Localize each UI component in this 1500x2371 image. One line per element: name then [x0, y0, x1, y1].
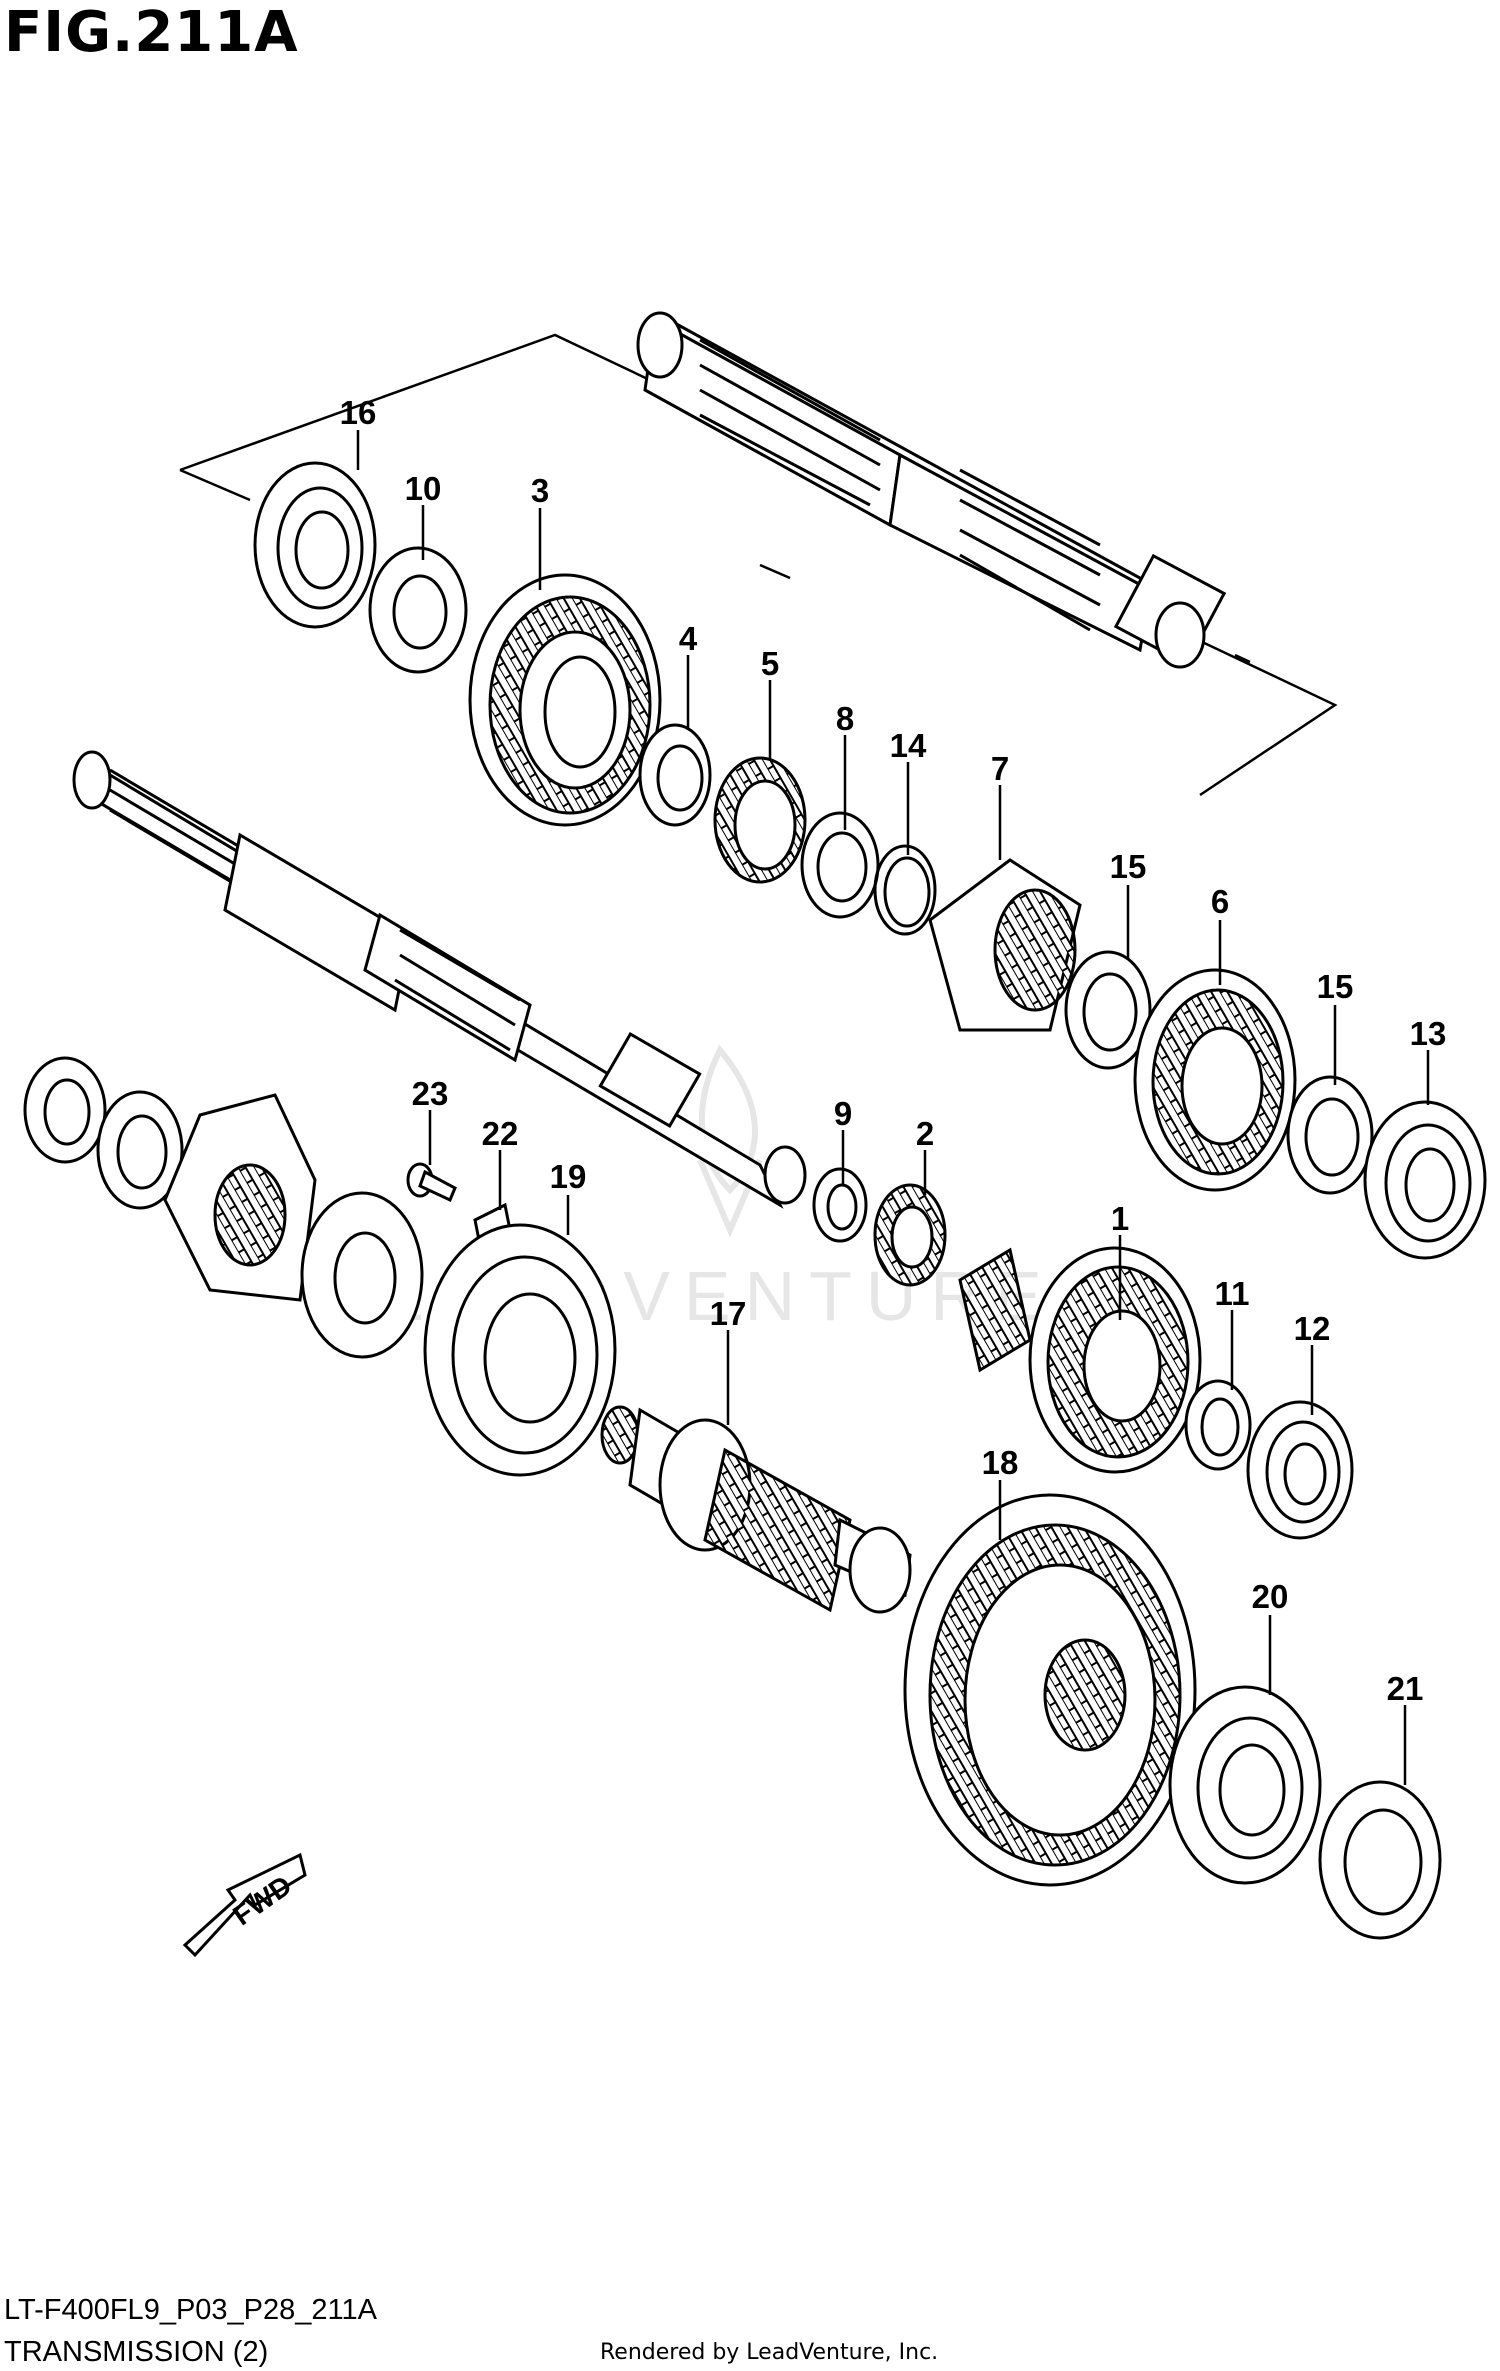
- countershaft: [636, 311, 1227, 669]
- callout-4: 4: [679, 620, 698, 657]
- bearing-20: [1168, 1685, 1322, 1885]
- washer-9: [812, 1167, 868, 1243]
- section-name: TRANSMISSION (2): [4, 2336, 269, 2368]
- washer-15b: [1286, 1075, 1374, 1195]
- fwd-arrow-icon: FWD: [182, 1852, 307, 1958]
- callout-13: 13: [1410, 1015, 1447, 1052]
- callout-2: 2: [916, 1115, 934, 1152]
- callout-8: 8: [836, 700, 854, 737]
- callout-18: 18: [982, 1444, 1019, 1481]
- callout-22: 22: [482, 1115, 519, 1152]
- callout-17: 17: [710, 1295, 747, 1332]
- callout-12: 12: [1294, 1310, 1331, 1347]
- needle-bearing-5: [713, 756, 807, 884]
- oil-seal-21: [1318, 1780, 1442, 1940]
- gear-18: [903, 1493, 1197, 1887]
- callout-6: 6: [1211, 883, 1229, 920]
- gear-3: [468, 573, 662, 827]
- washer-8: [800, 811, 880, 919]
- callout-labels: 1 2 3 4 5 6 7 8 9 10 11 12 13 14 15 15 1…: [340, 394, 1447, 1707]
- bevel-gear: [163, 1093, 317, 1302]
- callout-15b: 15: [1317, 968, 1354, 1005]
- washer-large: [300, 1191, 424, 1359]
- leader-lines: [356, 430, 1430, 1785]
- callout-1: 1: [1111, 1200, 1129, 1237]
- bearing-16: [253, 461, 377, 629]
- callout-3: 3: [531, 472, 549, 509]
- callout-9: 9: [834, 1095, 852, 1132]
- washer-10: [368, 546, 468, 674]
- driveshaft: [72, 750, 807, 1209]
- gear-1: [958, 1246, 1202, 1474]
- callout-16: 16: [340, 394, 377, 431]
- bearing-12: [1246, 1400, 1354, 1540]
- bushing-4: [638, 723, 712, 827]
- bolt-23: [406, 1162, 457, 1203]
- shaft-17: [600, 1405, 912, 1614]
- callout-20: 20: [1252, 1578, 1289, 1615]
- washer-left: [96, 1090, 184, 1210]
- oil-seal-left: [23, 1056, 107, 1164]
- bearing-13: [1363, 1100, 1487, 1260]
- model-code: LT-F400FL9_P03_P28_211A: [4, 2294, 377, 2326]
- gear-7: [928, 858, 1082, 1032]
- callout-7: 7: [991, 750, 1009, 787]
- callout-14: 14: [890, 727, 927, 764]
- washer-11: [1184, 1379, 1252, 1471]
- circlip-14: [873, 844, 937, 936]
- callout-23: 23: [412, 1075, 449, 1112]
- render-credit: Rendered by LeadVenture, Inc.: [600, 2340, 939, 2365]
- figure-title: FIG.211A: [4, 0, 299, 65]
- callout-21: 21: [1387, 1670, 1424, 1707]
- callout-15a: 15: [1110, 848, 1147, 885]
- callout-5: 5: [761, 645, 779, 682]
- bearing-19: [423, 1223, 617, 1477]
- callout-19: 19: [550, 1158, 587, 1195]
- gear-6: [1133, 968, 1297, 1192]
- washer-15a: [1064, 950, 1152, 1070]
- callout-11: 11: [1215, 1275, 1250, 1312]
- needle-bearing-2: [873, 1183, 947, 1287]
- callout-10: 10: [405, 470, 442, 507]
